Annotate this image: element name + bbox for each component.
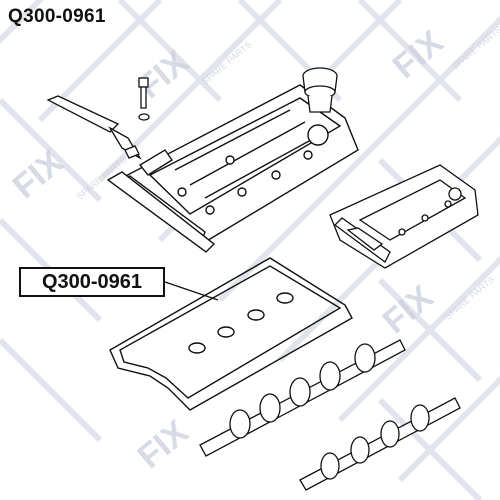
watermark-logo: FIX	[6, 143, 71, 206]
callout-leader-line	[164, 281, 219, 301]
spark-plug-tube-icon	[46, 95, 142, 160]
watermark-tagline: SPARE PARTS	[200, 39, 254, 86]
valve-cover-gasket-icon	[109, 257, 353, 411]
watermark-taglines: SPARE PARTS SPARE PARTS SPARE PARTS SPAR…	[75, 24, 500, 456]
valve-cover-icon	[106, 84, 359, 253]
watermark-tagline: SPARE PARTS	[450, 24, 500, 71]
bolt-icon	[138, 77, 150, 121]
part-number-title: Q300-0961	[8, 6, 106, 27]
watermark-logo: FIX	[131, 413, 196, 476]
watermark-tagline: SPARE PARTS	[443, 274, 497, 321]
oil-filler-cap-icon	[302, 67, 338, 113]
part-number-callout: Q300-0961	[19, 267, 165, 297]
valve-cover-icon	[329, 164, 479, 269]
camshaft-icon	[199, 339, 461, 491]
